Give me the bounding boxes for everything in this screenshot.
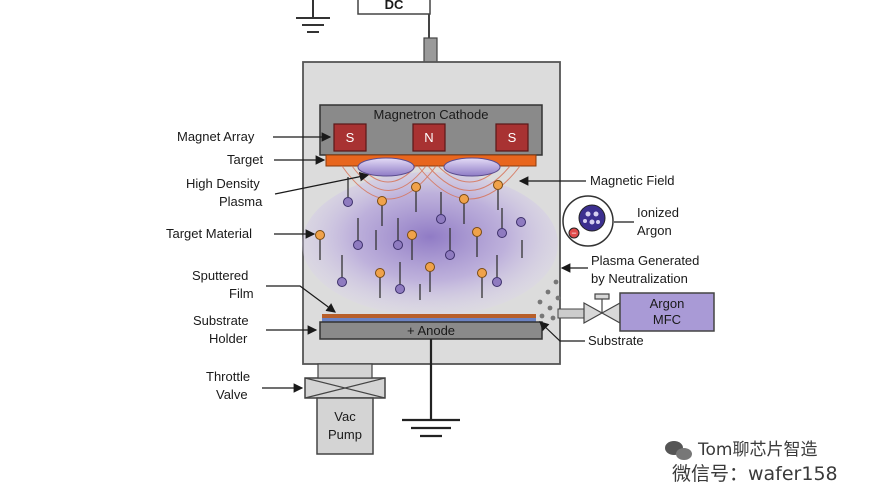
argon-ion-dots bbox=[337, 197, 526, 294]
pump-line1: Vac bbox=[334, 409, 356, 424]
magnet-right-label: S bbox=[508, 130, 517, 145]
dc-label: DC bbox=[385, 0, 404, 12]
substrate bbox=[322, 318, 536, 322]
arrow-plasma bbox=[274, 171, 370, 195]
label-substrate: Substrate bbox=[588, 333, 644, 348]
vacuum-pump-box bbox=[316, 397, 374, 455]
argon-ion-paths bbox=[341, 177, 523, 300]
mfc-line2: MFC bbox=[653, 312, 681, 327]
label-film-2: Film bbox=[229, 286, 254, 301]
sputtered-atom-dots bbox=[315, 180, 503, 278]
plasma-pill-left bbox=[357, 157, 415, 177]
throttle-valve-cross bbox=[304, 377, 386, 399]
label-ionized-1: Ionized bbox=[637, 205, 679, 220]
label-throttle-1: Throttle bbox=[206, 369, 250, 384]
ionized-argon-inset: − bbox=[562, 195, 614, 247]
label-target-material: Target Material bbox=[166, 226, 252, 241]
label-holder-2: Holder bbox=[209, 331, 248, 346]
top-ground-symbol bbox=[296, 0, 330, 33]
label-plasma-2: Plasma bbox=[219, 194, 263, 209]
label-ionized-2: Argon bbox=[637, 223, 672, 238]
label-neutral-1: Plasma Generated bbox=[591, 253, 699, 268]
pump-neck bbox=[317, 363, 373, 379]
argon-mfc-box bbox=[619, 292, 715, 332]
label-throttle-2: Valve bbox=[216, 387, 248, 402]
label-magnet-array: Magnet Array bbox=[177, 129, 255, 144]
anode-label: + Anode bbox=[407, 323, 455, 338]
arrow-substrate bbox=[539, 321, 585, 342]
magnet-left bbox=[333, 123, 367, 152]
wechat-icon bbox=[665, 441, 692, 460]
magnet-left-label: S bbox=[346, 130, 355, 145]
magnet-center-label: N bbox=[424, 130, 433, 145]
label-film-1: Sputtered bbox=[192, 268, 248, 283]
magnet-right bbox=[495, 123, 529, 152]
sputtered-atoms bbox=[319, 190, 499, 298]
cathode-label: Magnetron Cathode bbox=[374, 107, 489, 122]
bottom-ground-symbol bbox=[402, 339, 460, 438]
label-target: Target bbox=[227, 152, 264, 167]
watermark-line1: Tom聊芯片智造 bbox=[697, 440, 817, 460]
label-neutral-2: by Neutralization bbox=[591, 271, 688, 286]
mfc-line1: Argon bbox=[650, 296, 685, 311]
watermark-line2: 微信号：wafer158 bbox=[672, 463, 838, 485]
target-plate bbox=[325, 154, 537, 167]
label-holder-1: Substrate bbox=[193, 313, 249, 328]
gas-inlet-valve bbox=[583, 293, 621, 325]
label-magnetic-field: Magnetic Field bbox=[590, 173, 675, 188]
pump-line2: Pump bbox=[328, 427, 362, 442]
dc-power-box bbox=[357, 0, 431, 15]
svg-text:−: − bbox=[571, 228, 576, 238]
gas-inlet-pipe bbox=[557, 308, 585, 319]
neutral-gas-dots bbox=[537, 279, 561, 321]
plasma-cloud bbox=[302, 172, 558, 316]
magnet-center bbox=[412, 123, 446, 152]
label-plasma-1: High Density bbox=[186, 176, 260, 191]
sputtered-film bbox=[322, 314, 536, 318]
plasma-pill-right bbox=[443, 157, 501, 177]
arrow-film bbox=[266, 285, 336, 313]
